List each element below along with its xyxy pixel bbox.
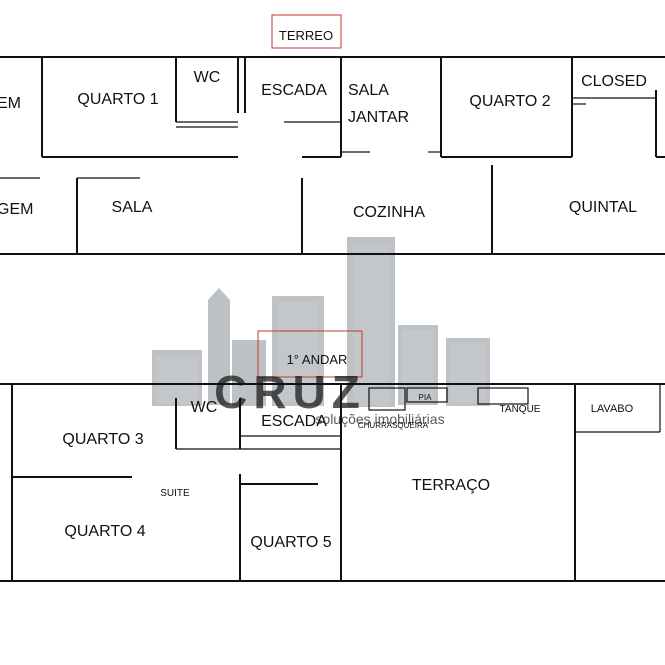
floor-title: 1° ANDAR — [287, 352, 348, 367]
room-label-sala: SALA — [112, 199, 153, 216]
room-label-sala-jantar-line2: JANTAR — [348, 109, 409, 126]
room-label-wc-top: WC — [194, 69, 221, 86]
room-label-quarto-5: QUARTO 5 — [250, 534, 331, 551]
room-label-churrasqueira: CHURRASQUEIRA — [358, 421, 429, 430]
watermark-tagline: soluções imobiliárias — [315, 411, 444, 427]
room-label-terraco: TERRAÇO — [412, 477, 490, 494]
room-label-tanque: TANQUE — [500, 404, 541, 415]
watermark-logo: CRUZ soluções imobiliárias — [214, 366, 444, 427]
room-label-escada-bottom: ESCADA — [261, 413, 327, 430]
room-label-quintal: QUINTAL — [569, 199, 637, 216]
room-label-cozinha: COZINHA — [353, 204, 425, 221]
room-label-lavabo: LAVABO — [591, 403, 634, 415]
room-label-quarto-1: QUARTO 1 — [77, 91, 158, 108]
watermark-skyline — [152, 237, 490, 407]
room-label-gem-top: EM — [0, 95, 21, 112]
room-label-quarto-3: QUARTO 3 — [62, 431, 143, 448]
room-label-suite: SUITE — [160, 488, 190, 499]
room-label-sala-jantar-line1: SALA — [348, 82, 389, 99]
room-label-gem-bottom: GEM — [0, 201, 33, 218]
room-label-wc-bottom: WC — [191, 399, 218, 416]
watermark-brand: CRUZ — [214, 366, 366, 418]
room-label-quarto-4: QUARTO 4 — [64, 523, 145, 540]
floor-title-frame — [271, 14, 342, 49]
room-label-escada-top: ESCADA — [261, 82, 327, 99]
floor-title-frame — [257, 330, 363, 378]
room-label-pia: PIA — [419, 393, 433, 402]
floor-title: TERREO — [279, 28, 333, 43]
floor-terreo: TERREO EM QUARTO 1 WC — [0, 14, 665, 255]
floor-primeiro-andar: 1° ANDAR WC ESCADA CHURRASQUEIRA PIA TAN… — [0, 330, 665, 582]
room-label-quarto-2: QUARTO 2 — [469, 93, 550, 110]
room-label-closed: CLOSED — [581, 73, 647, 90]
